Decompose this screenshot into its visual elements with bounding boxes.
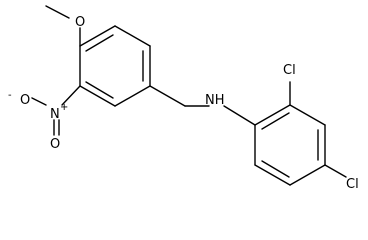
bond-methyl-o xyxy=(45,5,70,19)
atom-nitro-oxygen: O xyxy=(50,137,60,152)
atom-amine: NH xyxy=(205,93,225,108)
atom-nitro-oxygen-minus: O xyxy=(20,93,30,108)
ring-a-bond-4 xyxy=(114,85,151,107)
bond-ring-a-ch2 xyxy=(149,85,186,107)
ring-b-bond-1-inner xyxy=(261,112,290,130)
ring-b-bond-1 xyxy=(254,104,291,126)
ring-a-bond-2 xyxy=(114,25,151,47)
atom-nitro-nitrogen: N xyxy=(50,107,60,122)
bond-ring-a-nitro-n xyxy=(61,85,81,106)
charge-minus: - xyxy=(8,90,12,101)
molecule-structure: O O - N + O NH Cl Cl xyxy=(8,5,359,190)
ring-a-bond-1-inner xyxy=(85,34,114,52)
ring-a-bond-1 xyxy=(79,25,116,47)
atom-chlorine-ortho: Cl xyxy=(283,63,296,78)
ring-b-bond-5 xyxy=(254,164,291,186)
atom-chlorine-para: Cl xyxy=(346,177,359,190)
charge-plus: + xyxy=(60,102,68,113)
bond-ring-b-cl-para xyxy=(324,164,347,178)
ring-b-bond-5-inner xyxy=(261,160,290,178)
ring-a-bond-5-inner xyxy=(85,81,114,99)
ring-b-bond-4 xyxy=(289,164,326,186)
atom-methoxy-oxygen: O xyxy=(75,15,85,30)
bond-nh-ring-b xyxy=(223,105,256,126)
bond-nitro-n-o-minus xyxy=(31,97,47,106)
ring-b-bond-2 xyxy=(289,104,326,126)
ring-a-bond-5 xyxy=(79,85,116,107)
